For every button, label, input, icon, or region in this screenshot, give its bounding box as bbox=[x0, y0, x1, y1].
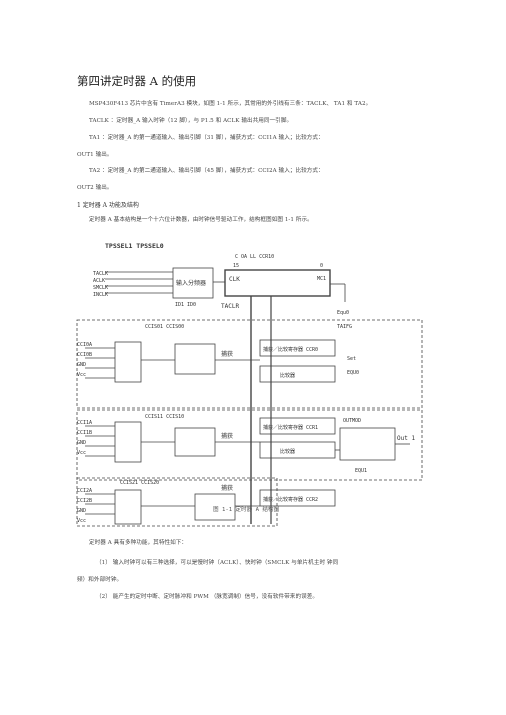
fig-timer-bit-0: 0 bbox=[320, 263, 323, 269]
fig-ch1-cmp: 比较器 bbox=[280, 448, 295, 455]
fig-timer-bit-15: 15 bbox=[233, 263, 239, 269]
after-line-3: 频）和外部时钟。 bbox=[77, 577, 123, 583]
fig-ch0-cmp: 比较器 bbox=[280, 372, 295, 379]
fig-ch0-sel: CCIS01 CCIS00 bbox=[145, 324, 184, 330]
fig-ch2-capture: 捕获 bbox=[221, 484, 233, 492]
fig-ch2-in-b: CCI2B bbox=[77, 498, 92, 504]
fig-ch1-in-b: CCI1B bbox=[77, 430, 92, 436]
section-text: 定时器 A 基本结构是一个十六位计数器，由时钟信号驱动工作，结构框图如图 1-1… bbox=[89, 217, 313, 223]
after-line-2: （1） 输入时钟可以有三种选择，可以是慢时钟（ACLK）、快时钟（SMCLK 与… bbox=[96, 560, 339, 566]
fig-ch2-reg: 捕获／比较寄存器 CCR2 bbox=[263, 496, 318, 503]
fig-bus-label: C OA LL CCR10 bbox=[235, 254, 274, 260]
timer-a-block-diagram: TPSSEL1 TPSSEL0 C OA LL CCR10 TACLK ACLK… bbox=[76, 242, 423, 527]
fig-ch1-sel: CCIS11 CCIS10 bbox=[145, 414, 184, 420]
fig-ch1-in-a: CCI1A bbox=[77, 420, 92, 426]
fig-id-label: ID1 ID0 bbox=[175, 302, 196, 308]
after-line-1: 定时器 A 具有多种功能，其特性如下： bbox=[89, 540, 188, 546]
intro-line-1: MSP430F413 芯片中含有 TimerA3 模块，如图 1-1 所示，其常… bbox=[89, 101, 372, 107]
after-line-4: （2） 能产生的定时中断、定时脉冲和 PWM （脉宽调制）信号，没有软件带来的误… bbox=[96, 594, 319, 600]
intro-line-4: OUT1 输出。 bbox=[77, 152, 113, 158]
fig-rt-0: Equ0 bbox=[337, 310, 349, 316]
fig-ch0-in-a: CCI0A bbox=[77, 342, 92, 348]
fig-ch1-out: Out 1 bbox=[397, 435, 415, 442]
fig-ch2-in-a: CCI2A bbox=[77, 488, 92, 494]
fig-ch1-capture: 捕获 bbox=[221, 432, 233, 440]
fig-ch0-in-b: CCI0B bbox=[77, 352, 92, 358]
fig-rt-1: TAIFG bbox=[337, 324, 352, 330]
fig-ch0-reg: 捕获／比较寄存器 CCR0 bbox=[263, 346, 318, 353]
fig-rt-2: Set bbox=[347, 356, 356, 362]
fig-ch1-outmod: OUTMOD bbox=[343, 418, 361, 424]
intro-line-6: OUT2 输出。 bbox=[77, 185, 113, 191]
fig-top-label: TPSSEL1 TPSSEL0 bbox=[105, 242, 164, 250]
fig-ch0-capture: 捕获 bbox=[221, 350, 233, 358]
fig-ch1-gnd: GND bbox=[77, 440, 86, 446]
fig-clk-3: INCLK bbox=[93, 292, 108, 298]
intro-line-5: TA2 ：定时器_A 的第二通道输入、输出引脚（45 脚），捕获方式：CCI2A… bbox=[89, 168, 324, 174]
fig-clk-block: CLK bbox=[229, 276, 240, 283]
fig-clr-label: TACLR bbox=[221, 303, 239, 310]
page-title: 第四讲定时器 A 的使用 bbox=[77, 74, 197, 88]
fig-ch0-gnd: GND bbox=[77, 362, 86, 368]
fig-rt-3: EQU0 bbox=[347, 370, 359, 376]
fig-ch2-sel: CCIS21 CCIS20 bbox=[120, 480, 159, 486]
fig-mode-label: MC1 bbox=[317, 276, 326, 282]
fig-ch1-reg: 捕获／比较寄存器 CCR1 bbox=[263, 424, 318, 431]
intro-line-2: TACLK ：定时器_A 输入时钟（12 脚），与 P1.5 和 ACLK 输出… bbox=[89, 118, 293, 124]
intro-line-3: TA1 ：定时器_A 的第一通道输入、输出引脚（31 脚），捕获方式：CCI1A… bbox=[89, 135, 324, 141]
fig-clk-0: TACLK bbox=[93, 271, 108, 277]
fig-ch1-vcc: Vcc bbox=[77, 450, 86, 456]
fig-ch1-equ: EQU1 bbox=[355, 468, 367, 474]
section-heading: 1 定时器 A 功能及结构 bbox=[77, 202, 139, 209]
fig-ch2-vcc: Vcc bbox=[77, 518, 86, 524]
fig-ch2-gnd: GND bbox=[77, 508, 86, 514]
fig-clk-1: ACLK bbox=[93, 278, 105, 284]
fig-divider: 输入分频器 bbox=[176, 279, 206, 287]
figure-caption: 图 1-1 定时器 A 结构图 bbox=[213, 505, 280, 513]
fig-clk-2: SMCLK bbox=[93, 285, 108, 291]
fig-ch0-vcc: Vcc bbox=[77, 372, 86, 378]
